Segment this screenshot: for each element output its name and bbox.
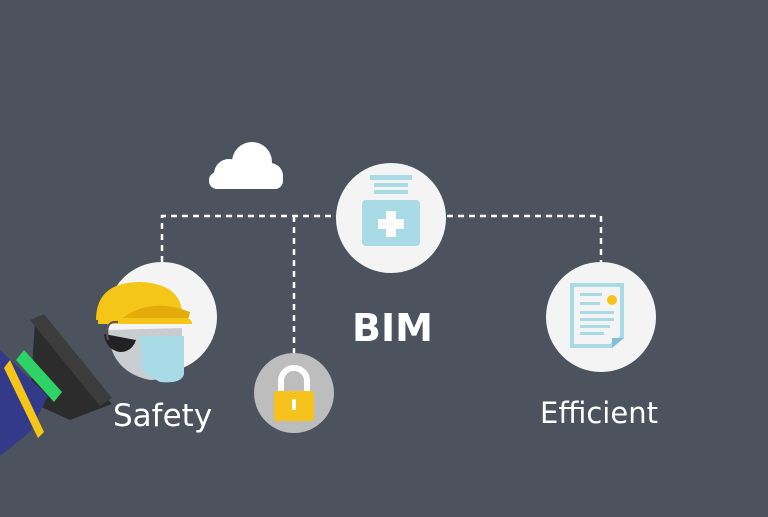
bim-hub-node — [336, 163, 446, 273]
hardhat-worker-icon — [96, 282, 192, 383]
lock-node — [254, 353, 334, 433]
bim-label: BIM — [352, 306, 433, 350]
document-icon — [570, 283, 624, 348]
medical-kit-icon — [362, 175, 420, 246]
megaphone-icon — [0, 314, 112, 456]
padlock-icon — [274, 365, 314, 421]
connector-right — [447, 214, 603, 262]
cloud-icon — [209, 142, 283, 189]
connector-lines — [160, 214, 603, 355]
connector-left — [160, 214, 337, 262]
safety-label: Safety — [113, 398, 213, 434]
efficient-node — [546, 262, 656, 372]
efficient-label: Efficient — [540, 396, 658, 430]
